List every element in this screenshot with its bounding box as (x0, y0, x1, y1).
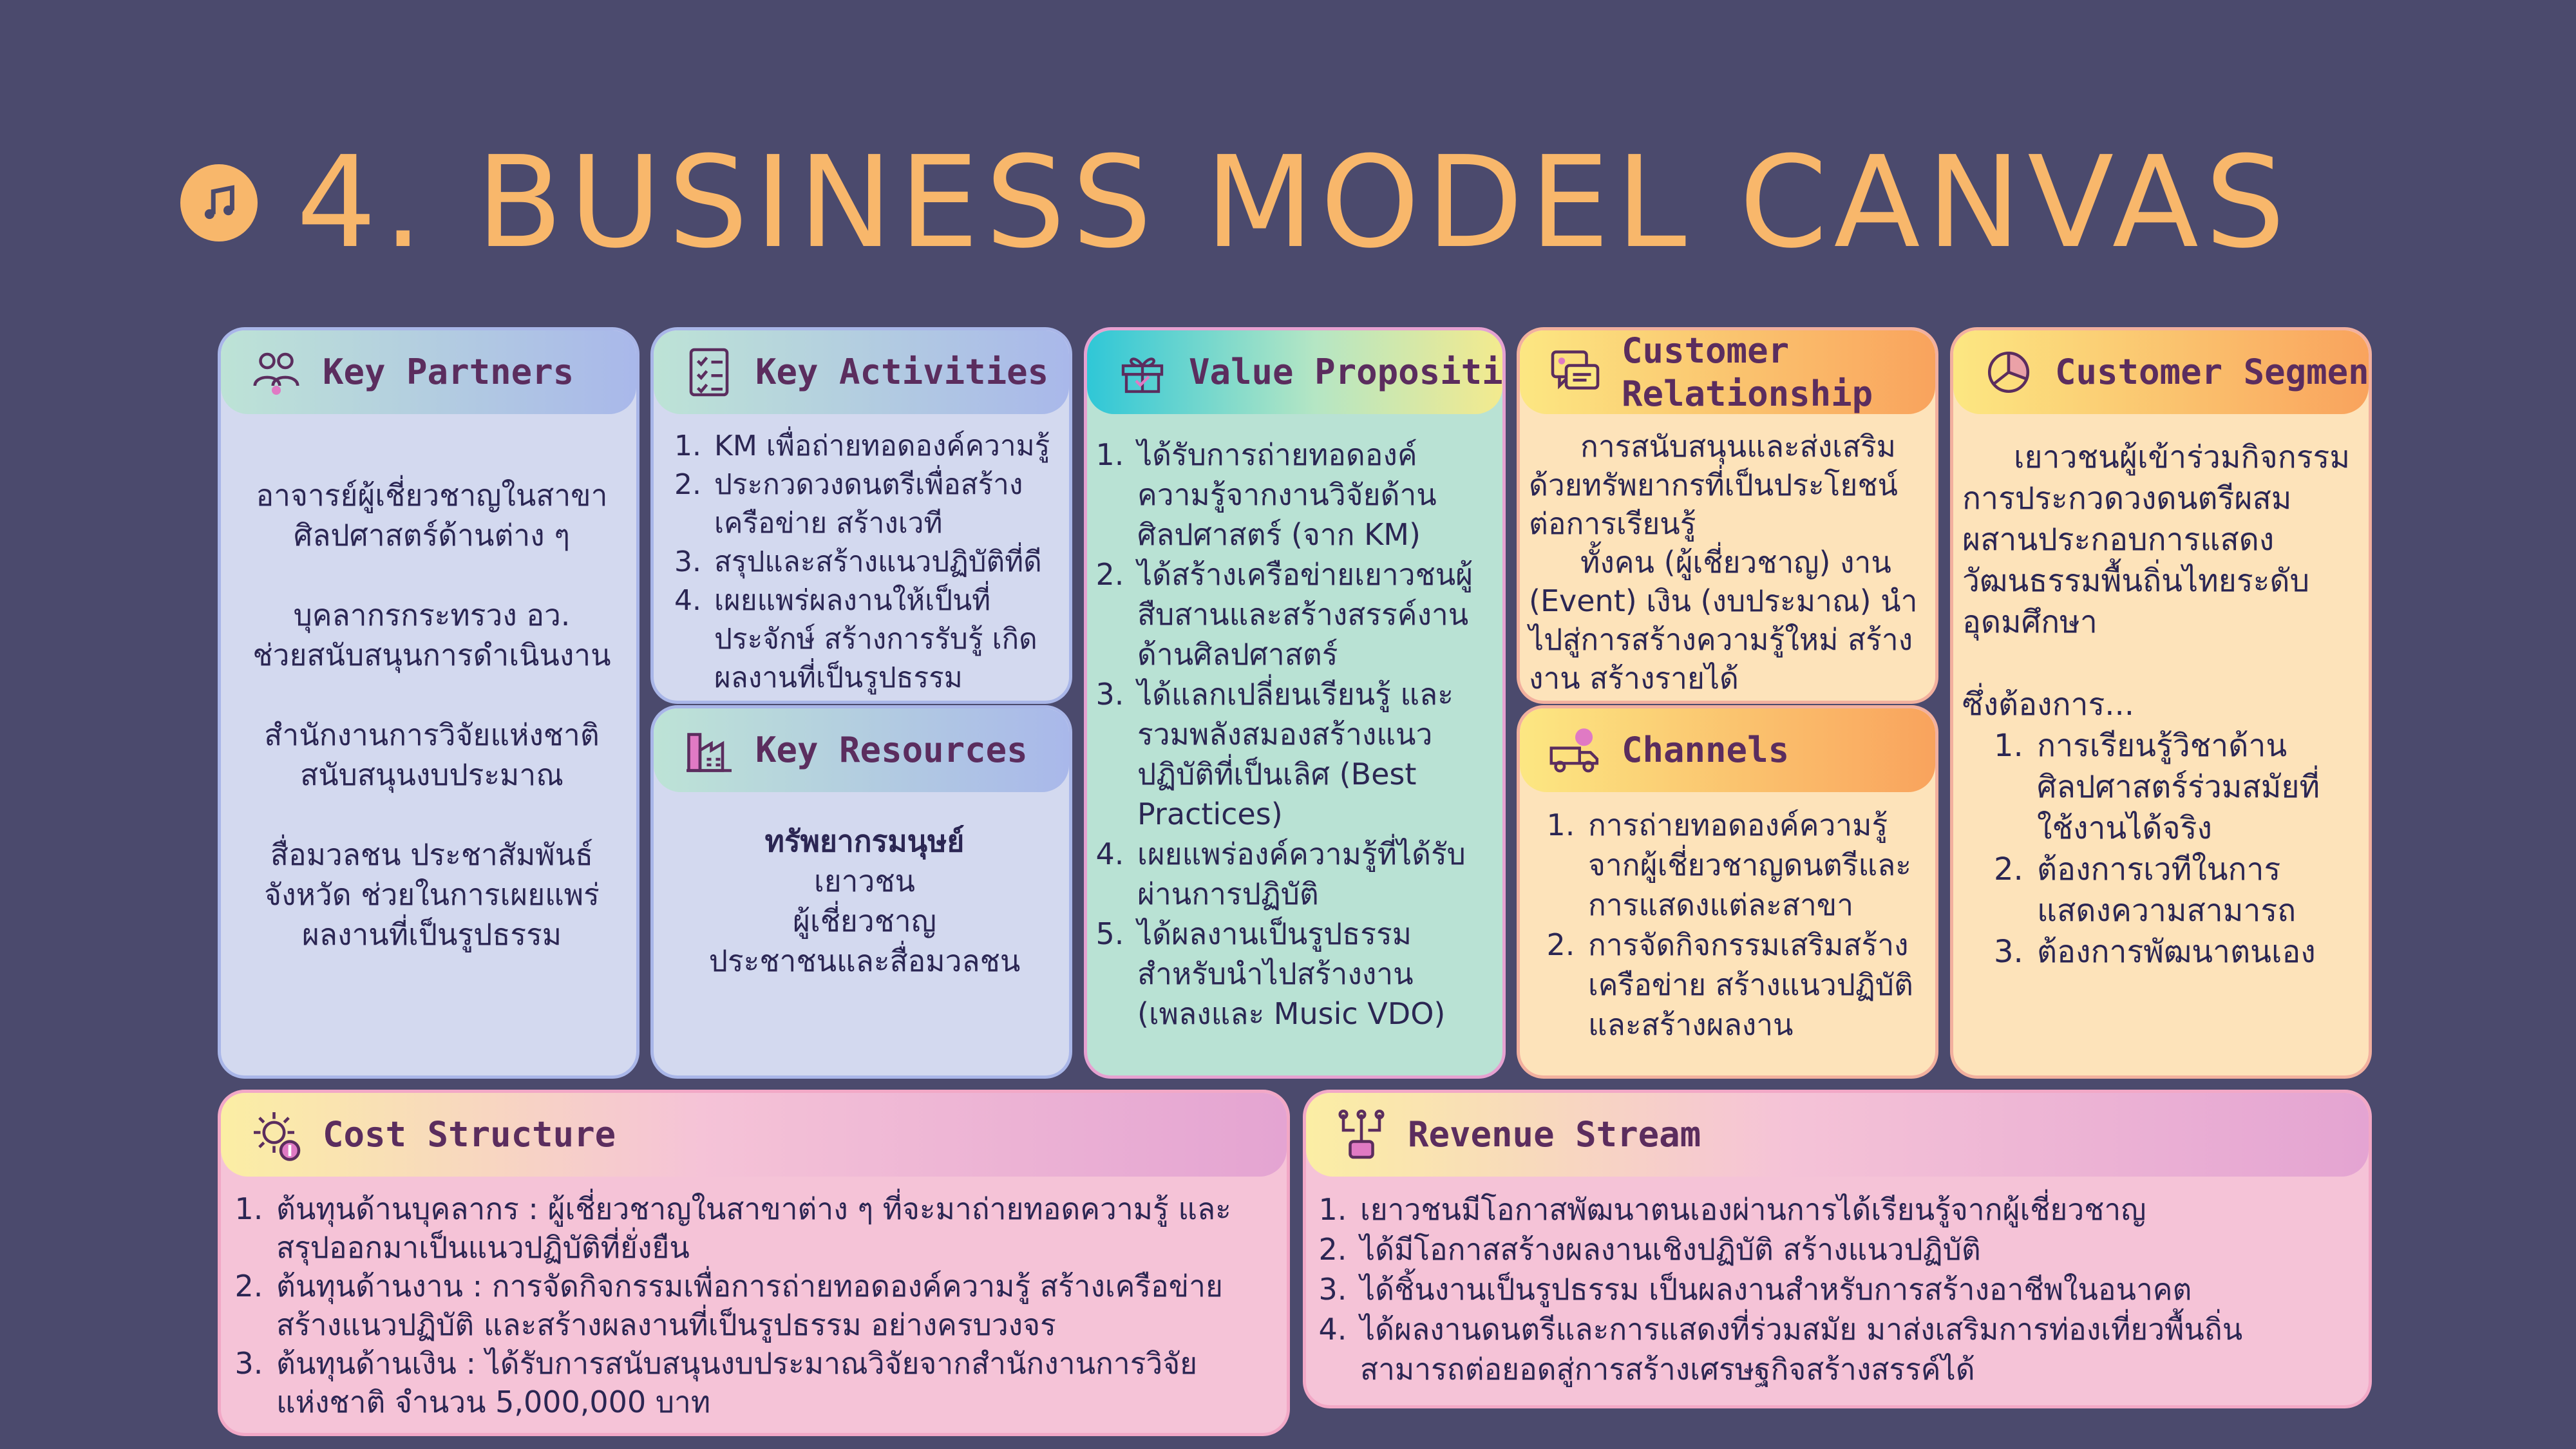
value-propositions-title: Value Propositions (1189, 352, 1503, 393)
key-partners-header: Key Partners (221, 330, 636, 414)
cost-structure-list: ต้นทุนด้านบุคลากร : ผู้เชี่ยวชาญในสาขาต่… (235, 1189, 1248, 1420)
customer-segments-body: เยาวชนผู้เข้าร่วมกิจกรรมการประกวดวงดนตรี… (1962, 437, 2354, 1063)
customer-segments-title: Customer Segments (2055, 352, 2369, 393)
segments-lead: ซึ่งต้องการ... (1962, 687, 2135, 723)
value-propositions-card: Value Propositions ได้รับการถ่ายทอดองค์ค… (1084, 327, 1506, 1079)
resources-heading: ทรัพยากรมนุษย์ (764, 824, 965, 858)
list-item: ต้นทุนด้านงาน : การจัดกิจกรรมเพื่อการถ่า… (272, 1267, 1248, 1344)
list-item: เยาวชนมีโอกาสพัฒนาตนเองผ่านการได้เรียนรู… (1356, 1189, 2356, 1229)
relationship-text: ทั้งคน (ผู้เชี่ยวชาญ) งาน (Event) เงิน (… (1529, 545, 1918, 696)
partner-line: สำนักงานการวิจัยแห่งชาติ (264, 717, 600, 752)
list-item: สรุปและสร้างแนวปฏิบัติที่ดี (710, 543, 1056, 582)
segments-text: เยาวชนผู้เข้าร่วมกิจกรรมการประกวดวงดนตรี… (1962, 439, 2350, 640)
key-activities-card: Key Activities KM เพื่อถ่ายทอดองค์ความรู… (650, 327, 1072, 704)
key-resources-body: ทรัพยากรมนุษย์ เยาวชน ผู้เชี่ยวชาญ ประชา… (673, 821, 1056, 1063)
customer-segments-card: Customer Segments เยาวชนผู้เข้าร่วมกิจกร… (1950, 327, 2372, 1079)
key-activities-header: Key Activities (654, 330, 1069, 414)
flow-dollar-icon (1332, 1105, 1391, 1164)
customer-relationship-body: การสนับสนุนและส่งเสริมด้วยทรัพยากรที่เป็… (1529, 427, 1920, 696)
partner-line: สนับสนุนงบประมาณ (300, 757, 564, 792)
list-item: การจัดกิจกรรมเสริมสร้างเครือข่าย สร้างแน… (1584, 925, 1922, 1045)
list-item: การเรียนรู้วิชาด้านศิลปศาสตร์ร่วมสมัยที่… (2033, 725, 2354, 849)
list-item: KM เพื่อถ่ายทอดองค์ความรู้ (710, 427, 1056, 466)
partner-line: ศิลปศาสตร์ด้านต่าง ๆ (294, 518, 570, 553)
list-item: การถ่ายทอดองค์ความรู้จากผู้เชี่ยวชาญดนตร… (1584, 805, 1922, 925)
gear-dollar-icon (247, 1105, 306, 1164)
page-title: 4. BUSINESS MODEL CANVAS (296, 129, 2292, 276)
partner-line: สื่อมวลชน ประชาสัมพันธ์ (270, 837, 594, 872)
chat-icon (1546, 343, 1605, 402)
list-item: ได้สร้างเครือข่ายเยาวชนผู้สืบสานและสร้าง… (1133, 554, 1490, 674)
list-item: ได้ผลงานเป็นรูปธรรมสำหรับนำไปสร้างงาน (เ… (1133, 914, 1490, 1034)
value-propositions-list: ได้รับการถ่ายทอดองค์ความรู้จากงานวิจัยด้… (1095, 435, 1490, 1063)
revenue-stream-header: Revenue Stream (1306, 1093, 2369, 1177)
delivery-truck-icon (1546, 721, 1605, 780)
list-item: ต้องการเวทีในการแสดงความสามารถ (2033, 849, 2354, 931)
factory-icon (679, 721, 739, 780)
partner-line: ช่วยสนับสนุนการดำเนินงาน (252, 638, 611, 672)
resource-line: ประชาชนและสื่อมวลชน (708, 943, 1021, 978)
partner-line: บุคลากรกระทรวง อว. (293, 598, 571, 632)
customer-relationship-card: Customer Relationship การสนับสนุนและส่งเ… (1517, 327, 1938, 704)
customer-relationship-header: Customer Relationship (1520, 330, 1935, 414)
people-icon (247, 343, 306, 402)
list-item: ได้ผลงานดนตรีและการแสดงที่ร่วมสมัย มาส่ง… (1356, 1309, 2356, 1389)
key-partners-body: อาจารย์ผู้เชี่ยวชาญในสาขาศิลปศาสตร์ด้านต… (240, 475, 623, 1063)
list-item: ประกวดวงดนตรีเพื่อสร้างเครือข่าย สร้างเว… (710, 466, 1056, 543)
cost-structure-header: Cost Structure (221, 1093, 1287, 1177)
list-item: ต้องการพัฒนาตนเอง (2033, 931, 2354, 972)
channels-title: Channels (1622, 730, 1790, 771)
relationship-text: การสนับสนุนและส่งเสริมด้วยทรัพยากรที่เป็… (1529, 429, 1898, 541)
revenue-stream-card: Revenue Stream เยาวชนมีโอกาสพัฒนาตนเองผ่… (1303, 1090, 2372, 1408)
key-resources-card: Key Resources ทรัพยากรมนุษย์ เยาวชน ผู้เ… (650, 705, 1072, 1079)
partner-line: อาจารย์ผู้เชี่ยวชาญในสาขา (256, 478, 608, 513)
music-note-icon (180, 164, 258, 242)
key-activities-list: KM เพื่อถ่ายทอดองค์ความรู้ ประกวดวงดนตรี… (667, 427, 1056, 694)
resource-line: เยาวชน (813, 864, 915, 898)
revenue-stream-list: เยาวชนมีโอกาสพัฒนาตนเองผ่านการได้เรียนรู… (1319, 1189, 2356, 1392)
channels-header: Channels (1520, 708, 1935, 792)
list-item: เผยแพร่องค์ความรู้ที่ได้รับผ่านการปฏิบัต… (1133, 834, 1490, 914)
partner-line: จังหวัด ช่วยในการเผยแพร่ (264, 877, 600, 912)
segments-list: การเรียนรู้วิชาด้านศิลปศาสตร์ร่วมสมัยที่… (1962, 725, 2354, 972)
list-item: ได้มีโอกาสสร้างผลงานเชิงปฏิบัติ สร้างแนว… (1356, 1229, 2356, 1269)
cost-structure-title: Cost Structure (323, 1114, 616, 1155)
key-resources-title: Key Resources (755, 730, 1028, 771)
title-bar: 4. BUSINESS MODEL CANVAS (180, 135, 2291, 270)
customer-relationship-title-1: Customer (1622, 330, 1790, 371)
list-item: ได้แลกเปลี่ยนเรียนรู้ และรวมพลังสมองสร้า… (1133, 674, 1490, 834)
pie-chart-icon (1979, 343, 2038, 402)
key-activities-title: Key Activities (755, 352, 1049, 393)
partner-line: ผลงานที่เป็นรูปธรรม (301, 917, 562, 952)
list-item: ต้นทุนด้านบุคลากร : ผู้เชี่ยวชาญในสาขาต่… (272, 1189, 1248, 1267)
list-item: เผยแพร่ผลงานให้เป็นที่ประจักษ์ สร้างการร… (710, 582, 1056, 697)
key-resources-header: Key Resources (654, 708, 1069, 792)
resource-line: ผู้เชี่ยวชาญ (793, 904, 936, 938)
list-item: ต้นทุนด้านเงิน : ได้รับการสนับสนุนงบประม… (272, 1344, 1248, 1421)
list-item: ได้รับการถ่ายทอดองค์ความรู้จากงานวิจัยด้… (1133, 435, 1490, 554)
cost-structure-card: Cost Structure ต้นทุนด้านบุคลากร : ผู้เช… (218, 1090, 1290, 1436)
revenue-stream-title: Revenue Stream (1408, 1114, 1701, 1155)
channels-card: Channels การถ่ายทอดองค์ความรู้จากผู้เชี่… (1517, 705, 1938, 1079)
customer-segments-header: Customer Segments (1953, 330, 2369, 414)
customer-relationship-title-2: Relationship (1622, 374, 1873, 414)
key-partners-title: Key Partners (323, 352, 574, 393)
channels-list: การถ่ายทอดองค์ความรู้จากผู้เชี่ยวชาญดนตร… (1547, 805, 1922, 1063)
checklist-icon (679, 343, 739, 402)
value-propositions-header: Value Propositions (1087, 330, 1502, 414)
key-partners-card: Key Partners อาจารย์ผู้เชี่ยวชาญในสาขาศิ… (218, 327, 639, 1079)
list-item: ได้ชิ้นงานเป็นรูปธรรม เป็นผลงานสำหรับการ… (1356, 1269, 2356, 1309)
gift-icon (1113, 343, 1172, 402)
